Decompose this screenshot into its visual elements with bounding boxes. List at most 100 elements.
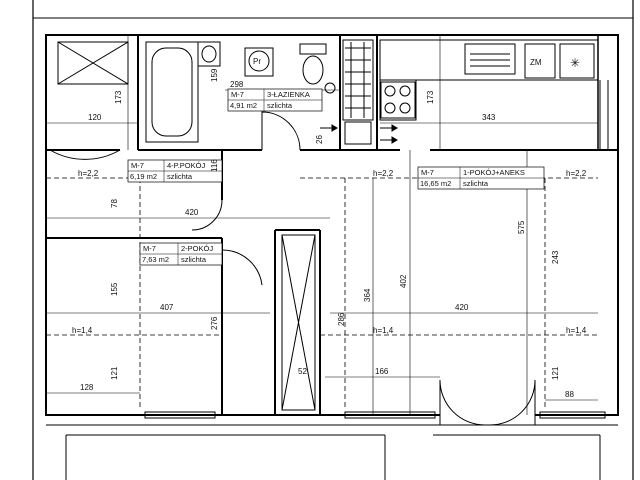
arrow-2-head	[391, 124, 398, 132]
arrows	[320, 124, 398, 144]
dim-286: 286	[337, 312, 346, 326]
dashed-lines	[46, 177, 598, 410]
windows	[144, 411, 606, 419]
room-label-lazienka: M-7 3-ŁAZIENKA 4,91 m2 szlichta	[227, 88, 323, 112]
window-2	[344, 411, 436, 419]
door-entrance-1	[439, 379, 486, 426]
washing-machine-label: Pr	[253, 57, 261, 66]
room-area-pokoj4: 6,19 m2	[130, 172, 157, 181]
washbasin	[197, 41, 221, 67]
arrow-1-head	[331, 124, 338, 132]
dim-364: 364	[363, 288, 372, 302]
toilet	[299, 43, 336, 94]
room-code-pokoj1: M-7	[421, 168, 434, 177]
fridge	[524, 43, 556, 79]
dim-78: 78	[110, 199, 119, 208]
star-label: ✳	[570, 56, 580, 70]
counter-left	[379, 79, 417, 121]
room-name-lazienka: 3-ŁAZIENKA	[267, 90, 310, 99]
door-room2	[221, 249, 263, 286]
dim-166: 166	[375, 367, 389, 376]
dim-128: 128	[80, 383, 94, 392]
outer-wall	[45, 34, 619, 416]
height-room1-low-right: h=1,4	[566, 326, 587, 335]
room-label-pokoj1: M-7 1-POKÓJ+ANEKS 16,65 m2 szlichta	[417, 166, 545, 190]
dim-116: 116	[210, 159, 219, 172]
toilet-vent	[324, 82, 336, 94]
room-code-lazienka: M-7	[231, 90, 244, 99]
washing-machine-drum	[248, 50, 270, 72]
dim-420b: 420	[455, 303, 469, 312]
bathtub	[145, 41, 199, 143]
room-finish-pokoj2: szlichta	[181, 255, 207, 264]
room-label-pokoj4: M-7 4-P.POKÓJ 6,19 m2 szlichta	[127, 159, 223, 183]
dim-159: 159	[210, 68, 219, 82]
washbasin-bowl	[201, 45, 217, 63]
freezer	[559, 43, 595, 79]
stove	[380, 81, 416, 119]
height-room1-low: h=1,4	[373, 326, 394, 335]
dim-173b: 173	[426, 90, 435, 104]
dim-276: 276	[210, 316, 219, 330]
dim-121b: 121	[551, 366, 560, 380]
burner-2	[399, 85, 411, 97]
height-room4: h=2,2	[78, 169, 99, 178]
dim-343: 343	[482, 113, 496, 122]
dim-155: 155	[110, 282, 119, 296]
dim-26: 26	[315, 135, 324, 144]
dim-243: 243	[551, 250, 560, 264]
dim-52: 52	[298, 367, 307, 376]
installation-shaft-box	[342, 39, 374, 121]
dim-420a: 420	[185, 208, 199, 217]
closet-x2	[281, 234, 316, 411]
dim-173a: 173	[114, 90, 123, 104]
room-code-pokoj4: M-7	[131, 161, 144, 170]
doors	[49, 111, 536, 426]
height-room2-low: h=1,4	[72, 326, 93, 335]
dim-88: 88	[565, 390, 574, 399]
room-finish-pokoj1: szlichta	[463, 179, 489, 188]
room-finish-pokoj4: szlichta	[167, 172, 193, 181]
burner-3	[384, 102, 396, 114]
room-label-pokoj2: M-7 2-POKÓJ 7,63 m2 szlichta	[139, 242, 223, 266]
door-bath	[261, 111, 301, 151]
lower-band	[46, 424, 618, 480]
room-area-pokoj2: 7,63 m2	[142, 255, 169, 264]
washbasin-box	[197, 41, 221, 67]
room-name-pokoj2: 2-POKÓJ	[181, 244, 213, 253]
height-room1-left: h=2,2	[373, 169, 394, 178]
sink	[464, 43, 516, 75]
dim-298: 298	[230, 80, 244, 89]
shaft-x2	[57, 41, 129, 85]
room-finish-lazienka: szlichta	[267, 101, 293, 110]
counter-top	[379, 39, 599, 81]
dim-402: 402	[399, 274, 408, 288]
toilet-tank	[299, 43, 327, 55]
closet	[281, 234, 316, 411]
window-3	[539, 411, 606, 419]
installation-shaft	[342, 39, 374, 145]
door-room4-b	[191, 199, 223, 231]
dim-575: 575	[517, 220, 526, 234]
shaft-lower	[344, 121, 372, 145]
door-room4	[49, 149, 121, 160]
dim-407: 407	[160, 303, 174, 312]
bathtub-outer	[145, 41, 199, 143]
ventilation-shaft	[57, 41, 129, 85]
dimension-labels: 298 159 173 173 120 343 420 78 116 26 57…	[80, 68, 574, 399]
burner-1	[384, 85, 396, 97]
room-area-pokoj1: 16,65 m2	[420, 179, 451, 188]
dim-120: 120	[88, 113, 102, 122]
room-code-pokoj2: M-7	[143, 244, 156, 253]
closet-box	[281, 234, 316, 411]
door-entrance-2	[489, 379, 536, 426]
height-labels: h=2,2 h=2,2 h=2,2 h=1,4 h=1,4 h=1,4	[72, 169, 587, 335]
window-1	[144, 411, 216, 419]
dimension-lines	[46, 35, 598, 415]
room-area-lazienka: 4,91 m2	[230, 101, 257, 110]
arrow-3-head	[391, 136, 398, 144]
zm-label: ZM	[530, 58, 542, 67]
walls	[45, 34, 619, 417]
kitchen-counter	[379, 39, 599, 121]
